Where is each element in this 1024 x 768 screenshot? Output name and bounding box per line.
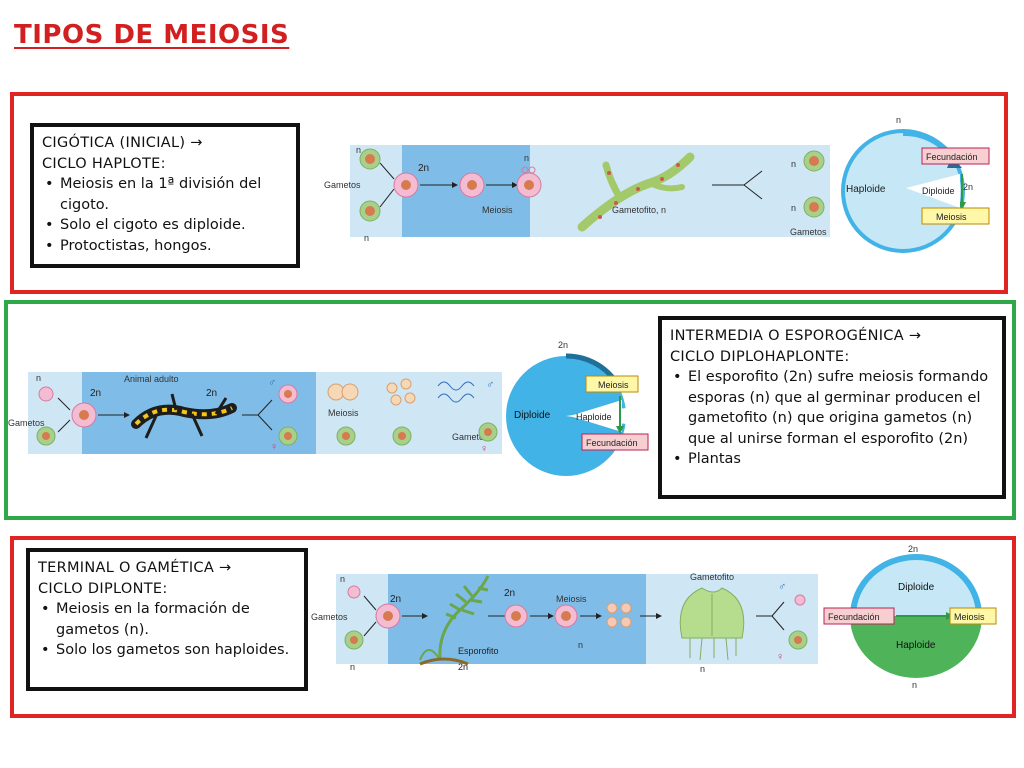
gametic-bullet-list: Meiosis en la formación de gametos (n). … bbox=[38, 599, 296, 661]
male-symbol: ♂ bbox=[778, 581, 786, 593]
fecundacion-box: Fecundación bbox=[586, 438, 638, 448]
n-label: n bbox=[36, 373, 41, 383]
two-n-label: 2n bbox=[206, 388, 217, 399]
n-label: n bbox=[578, 640, 583, 650]
sporic-bullet: Plantas bbox=[673, 449, 994, 470]
two-n-label: 2n bbox=[908, 544, 918, 554]
gametic-bullet: Meiosis en la formación de gametos (n). bbox=[41, 599, 296, 640]
gametic-life-cycle-diagram: n Gametos n 2n Esporofito 2n 2n Meiosis … bbox=[311, 572, 818, 674]
sporic-bullet: El esporofito (2n) sufre meiosis formand… bbox=[673, 367, 994, 449]
n-label: n bbox=[791, 159, 796, 169]
zygotic-heading: CIGÓTICA (INICIAL) → CICLO HAPLOTE: bbox=[42, 135, 203, 172]
zygotic-life-cycle-diagram: Gametos n n 2n n Meiosis Gametofito, n n… bbox=[324, 145, 830, 243]
haploide-label: Haploide bbox=[846, 184, 886, 195]
n-label: n bbox=[364, 233, 369, 243]
meiosis-box: Meiosis bbox=[936, 212, 967, 222]
two-n-label: 2n bbox=[504, 588, 515, 599]
zygotic-bullet: Solo el cigoto es diploide. bbox=[45, 215, 288, 236]
diploide-label: Diploide bbox=[898, 582, 935, 593]
sporic-life-cycle-diagram: n Gametos 2n Animal adulto 2n ♂ ♀ Meiosi… bbox=[8, 372, 502, 455]
gametic-heading: TERMINAL O GAMÉTICA → CICLO DIPLONTE: bbox=[38, 560, 232, 597]
diploide-label: Diploide bbox=[514, 410, 551, 421]
gameto-right-label: Gameto bbox=[452, 432, 484, 442]
gametos-left-label: Gametos bbox=[8, 418, 45, 428]
n-label: n bbox=[524, 153, 529, 163]
sporic-textbox: INTERMEDIA O ESPOROGÉNICA → CICLO DIPLOH… bbox=[658, 316, 1006, 499]
sporic-heading: INTERMEDIA O ESPOROGÉNICA → CICLO DIPLOH… bbox=[670, 328, 922, 365]
meiosis-label: Meiosis bbox=[556, 594, 587, 604]
meiosis-label: Meiosis bbox=[328, 408, 359, 418]
meiosis-label: Meiosis bbox=[482, 205, 513, 215]
sporic-bullet-list: El esporofito (2n) sufre meiosis formand… bbox=[670, 367, 994, 470]
two-n-label: 2n bbox=[558, 340, 568, 350]
diplohaplontic-cycle-wheel: 2n Diploide Haploide Meiosis Fecundación bbox=[506, 340, 649, 476]
gametos-left-label: Gametos bbox=[324, 180, 361, 190]
n-label: n bbox=[700, 664, 705, 674]
gametofito-label: Gametofito bbox=[690, 572, 734, 582]
male-symbol: ♂ bbox=[486, 379, 494, 391]
haploide-label: Haploide bbox=[896, 640, 936, 651]
n-label: n bbox=[350, 662, 355, 672]
page-title: TIPOS DE MEIOSIS bbox=[14, 20, 290, 50]
haploide-label: Haploide bbox=[576, 412, 612, 422]
female-symbol: ♀ bbox=[270, 441, 278, 453]
n-label: n bbox=[340, 574, 345, 584]
gametos-right-label: Gametos bbox=[790, 227, 827, 237]
fecundacion-box: Fecundación bbox=[926, 152, 978, 162]
gametic-bullet: Solo los gametos son haploides. bbox=[41, 640, 296, 661]
animal-adulto-label: Animal adulto bbox=[124, 374, 179, 384]
two-n-label: 2n bbox=[390, 594, 401, 605]
meiosis-box: Meiosis bbox=[598, 380, 629, 390]
diplontic-cycle-wheel: 2n Diploide Haploide Fecundación Meiosis… bbox=[823, 544, 997, 690]
zygotic-bullet: Meiosis en la 1ª división del cigoto. bbox=[45, 174, 288, 215]
n-label: n bbox=[356, 145, 361, 155]
female-symbol: ♀ bbox=[480, 443, 488, 455]
two-n-label: 2n bbox=[458, 662, 468, 672]
two-n-label: 2n bbox=[418, 163, 429, 174]
gametofito-label: Gametofito, n bbox=[612, 205, 666, 215]
gametic-textbox: TERMINAL O GAMÉTICA → CICLO DIPLONTE: Me… bbox=[26, 548, 308, 691]
male-symbol: ♂ bbox=[268, 377, 276, 389]
haplontic-cycle-wheel: n 2n Haploide Diploide Fecundación Meios… bbox=[841, 115, 990, 253]
female-symbol: ♀ bbox=[776, 651, 784, 663]
gametos-left-label: Gametos bbox=[311, 612, 348, 622]
two-n-label: 2n bbox=[963, 182, 973, 192]
two-n-label: 2n bbox=[90, 388, 101, 399]
diploide-label: Diploide bbox=[922, 186, 955, 196]
esporofito-label: Esporofito bbox=[458, 646, 499, 656]
fecundacion-box: Fecundación bbox=[828, 612, 880, 622]
n-label: n bbox=[912, 680, 917, 690]
zygotic-bullet-list: Meiosis en la 1ª división del cigoto. So… bbox=[42, 174, 288, 256]
n-label: n bbox=[791, 203, 796, 213]
zygotic-bullet: Protoctistas, hongos. bbox=[45, 236, 288, 257]
n-label: n bbox=[896, 115, 901, 125]
meiosis-box: Meiosis bbox=[954, 612, 985, 622]
zygotic-textbox: CIGÓTICA (INICIAL) → CICLO HAPLOTE: Meio… bbox=[30, 123, 300, 268]
